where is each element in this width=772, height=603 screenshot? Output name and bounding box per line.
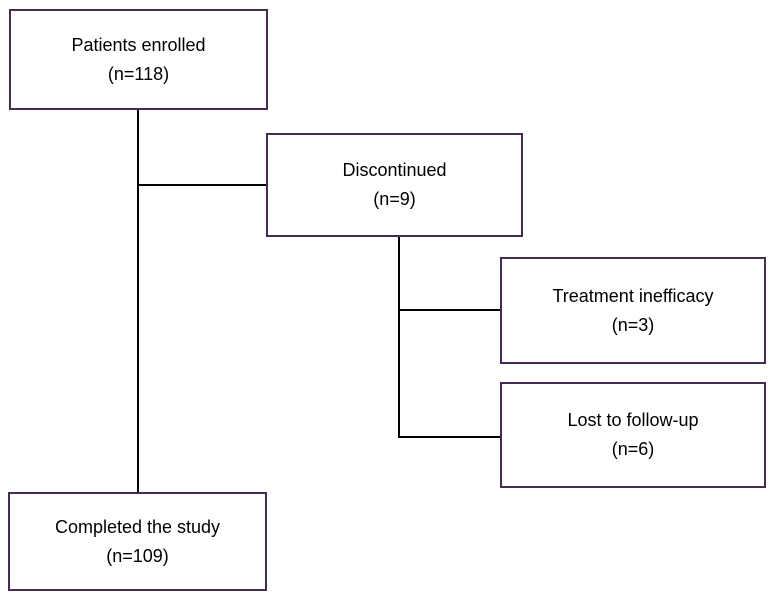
node-label: Treatment inefficacy xyxy=(552,285,714,306)
node-count: (n=6) xyxy=(611,439,655,459)
node-completed-the-study: Completed the study (n=109) xyxy=(8,492,267,591)
node-label: Lost to follow-up xyxy=(567,410,699,430)
node-label: Discontinued xyxy=(342,160,447,180)
connector-discontinued-trunk xyxy=(398,237,400,438)
node-patients-enrolled: Patients enrolled (n=118) xyxy=(9,9,268,110)
node-count: (n=118) xyxy=(107,63,170,84)
node-label: Completed the study xyxy=(54,516,221,537)
connector-enrolled-to-completed xyxy=(137,110,139,492)
node-lost-to-follow-up: Lost to follow-up (n=6) xyxy=(500,382,766,488)
node-discontinued: Discontinued (n=9) xyxy=(266,133,523,237)
node-count: (n=9) xyxy=(373,189,416,209)
connector-branch-discontinued xyxy=(138,184,266,186)
node-treatment-inefficacy: Treatment inefficacy (n=3) xyxy=(500,257,766,364)
node-label: Patients enrolled xyxy=(71,34,206,55)
connector-branch-lost xyxy=(399,436,500,438)
connector-branch-inefficacy xyxy=(399,309,500,311)
node-count: (n=109) xyxy=(106,545,169,566)
node-count: (n=3) xyxy=(611,314,655,335)
